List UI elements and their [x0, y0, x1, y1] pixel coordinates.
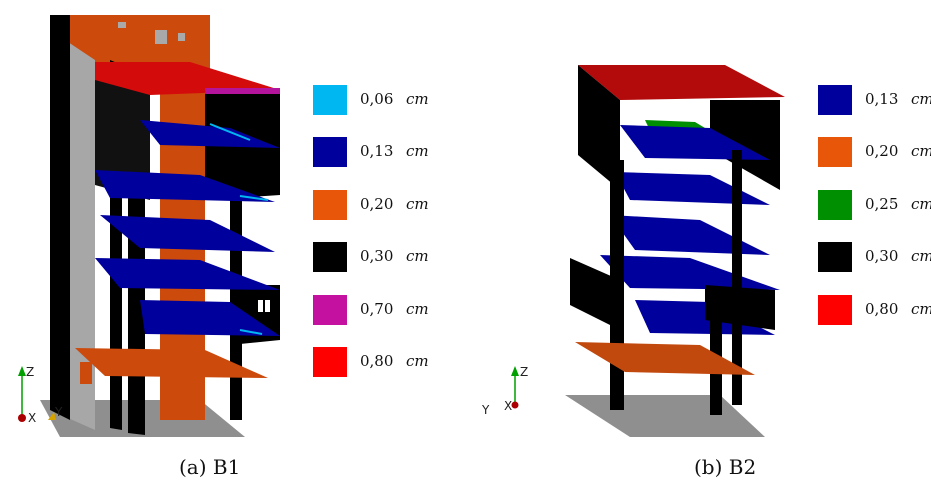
legend-swatch — [818, 242, 852, 272]
upper-left-wall-b2 — [578, 65, 620, 190]
legend-swatch — [313, 190, 347, 220]
window-b1-e — [265, 300, 270, 312]
legend-unit-label: cm — [406, 142, 429, 160]
slab-blue-b1-3 — [100, 215, 275, 252]
legend-swatch — [313, 85, 347, 115]
caption-b1: (a) B1 — [179, 455, 241, 479]
legend-swatch — [818, 295, 852, 325]
slab-blue-b2-4 — [600, 255, 780, 290]
legend-value-label: 0,13 — [865, 90, 899, 108]
upper-right-wall-b2 — [710, 100, 780, 190]
legend-unit-label: cm — [911, 247, 931, 265]
slab-cyan-edge-b1-2 — [239, 195, 269, 201]
axis-y-label-b2: Y — [481, 403, 490, 417]
legend-swatch — [818, 190, 852, 220]
slab-orange-b1 — [75, 348, 268, 378]
legend-value-label: 0,80 — [865, 300, 899, 318]
legend-unit-label: cm — [406, 195, 429, 213]
slab-orange-b2 — [575, 342, 755, 375]
axis-x-label-b1: X — [28, 411, 36, 425]
legend-swatch — [818, 85, 852, 115]
axes-triad-b2: Z X Y — [481, 365, 528, 417]
window-b1-f — [80, 362, 92, 384]
legend-value-label: 0,06 — [360, 90, 394, 108]
window-b1-d — [258, 300, 263, 312]
slab-blue-b1-2 — [95, 170, 275, 202]
slab-blue-b1-1 — [140, 120, 280, 148]
window-b1-b — [178, 33, 185, 41]
roof-magenta-edge-b1 — [205, 88, 280, 94]
legend-unit-label: cm — [911, 90, 931, 108]
caption-b2: (b) B2 — [694, 455, 757, 479]
slab-blue-b1-4 — [95, 258, 280, 290]
axis-z-label-b1: Z — [26, 365, 34, 379]
legend-value-label: 0,20 — [865, 142, 899, 160]
legend-swatch — [313, 295, 347, 325]
legend-unit-label: cm — [911, 195, 931, 213]
right-column-b2 — [732, 150, 742, 405]
legend-unit-label: cm — [406, 300, 429, 318]
lower-left-wall-b2 — [570, 258, 620, 330]
slab-cyan-edge-b1-1 — [209, 123, 251, 141]
building-model-b2: Z X Y — [481, 65, 785, 437]
upper-wall-black-b1 — [95, 70, 150, 200]
slab-blue-b2-2 — [615, 172, 770, 205]
legend-unit-label: cm — [911, 142, 931, 160]
legend-unit-label: cm — [406, 352, 429, 370]
legend-value-label: 0,70 — [360, 300, 394, 318]
legend-value-label: 0,80 — [360, 352, 394, 370]
window-b1-a — [155, 30, 167, 44]
legend-unit-label: cm — [406, 90, 429, 108]
lower-right-wall-b2 — [705, 285, 775, 330]
left-wall-black-b1 — [50, 15, 70, 420]
legend-value-label: 0,20 — [360, 195, 394, 213]
legend-unit-label: cm — [406, 247, 429, 265]
roof-red-b1 — [95, 62, 280, 95]
axis-x-label-b2: X — [504, 399, 512, 413]
slab-blue-b1-5 — [140, 300, 280, 336]
legend-swatch — [313, 137, 347, 167]
slab-cyan-edge-b1-3 — [239, 329, 263, 335]
legend-swatch — [313, 347, 347, 377]
legend-value-label: 0,30 — [865, 247, 899, 265]
building-model-b1: Z X Y — [18, 15, 280, 437]
legend-value-label: 0,13 — [360, 142, 394, 160]
axis-z-label-b2: Z — [520, 365, 528, 379]
roof-red-b2 — [578, 65, 785, 100]
legend-swatch — [818, 137, 852, 167]
slab-blue-b2-3 — [610, 215, 770, 255]
legend-unit-label: cm — [911, 300, 931, 318]
axis-y-label-b1: Y — [54, 405, 63, 419]
legend-swatch — [313, 242, 347, 272]
axes-triad-b1: Z X Y — [18, 365, 63, 425]
window-b1-c — [118, 22, 126, 28]
legend-value-label: 0,25 — [865, 195, 899, 213]
legend-value-label: 0,30 — [360, 247, 394, 265]
